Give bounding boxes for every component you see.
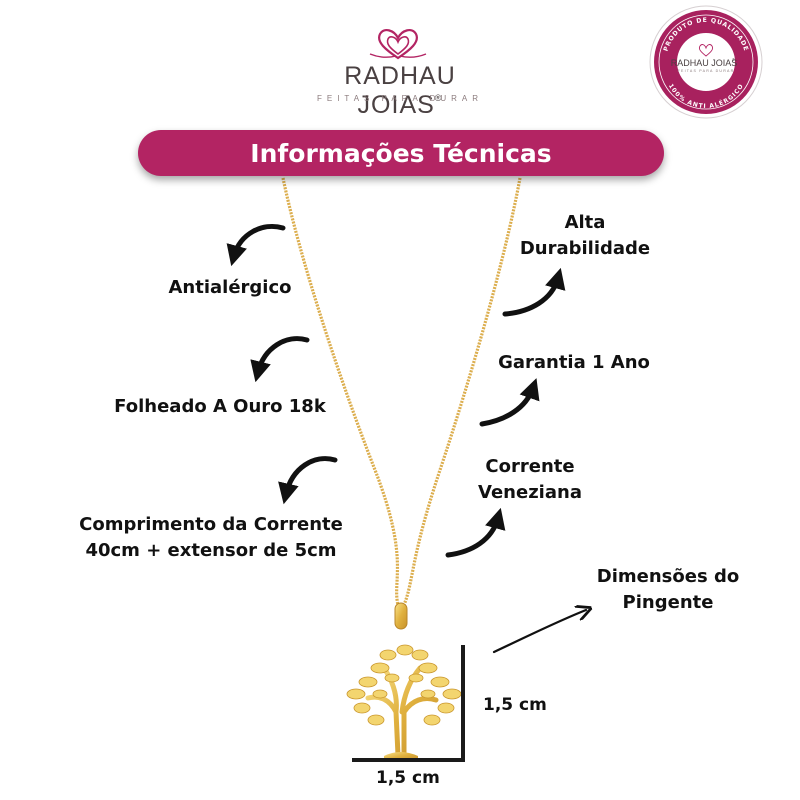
seal-registered: ®	[732, 57, 735, 62]
feature-corrente: Corrente Veneziana	[450, 454, 610, 506]
chain-right-strand	[402, 177, 522, 606]
feature-dimensoes-line2: Pingente	[622, 592, 714, 613]
feature-comprimento-line1: Comprimento da Corrente	[79, 514, 343, 535]
feature-garantia: Garantia 1 Ano	[498, 352, 650, 373]
quality-seal-badge: PRODUTO DE QUALIDADE 100% ANTI ALÉRGICO …	[649, 5, 763, 119]
feature-durabilidade: Alta Durabilidade	[500, 210, 670, 262]
brand-tagline: FEITAS PARA DURAR	[316, 94, 484, 103]
seal-heart-icon	[698, 44, 714, 57]
arrow-comprimento-icon	[278, 456, 338, 505]
feature-corrente-line2: Veneziana	[478, 482, 582, 503]
feature-durabilidade-line1: Alta	[564, 212, 606, 233]
arrow-antialergico-icon	[226, 224, 286, 267]
feature-corrente-line1: Corrente	[485, 456, 575, 477]
brand-name: RADHAU JOIAS®	[344, 62, 456, 119]
feature-durabilidade-line2: Durabilidade	[519, 238, 651, 259]
arrow-folheado-icon	[250, 336, 310, 383]
technical-info-banner: Informações Técnicas	[138, 130, 664, 176]
pendant-bail	[394, 602, 408, 630]
feature-dimensoes: Dimensões do Pingente	[568, 564, 768, 616]
seal-tagline: FEITAS PARA DURAR	[678, 69, 735, 73]
brand-logo-icon	[369, 28, 427, 60]
arrow-dimensoes-icon	[492, 610, 586, 654]
arrow-corrente-icon	[445, 507, 506, 558]
feature-folheado: Folheado A Ouro 18k	[114, 396, 326, 417]
arrow-durabilidade-icon	[502, 267, 566, 317]
dimension-bracket	[352, 645, 465, 762]
dimension-width: 1,5 cm	[376, 768, 440, 788]
chain-left-strand	[281, 177, 400, 606]
feature-dimensoes-line1: Dimensões do	[596, 566, 740, 587]
arrow-garantia-icon	[479, 378, 540, 427]
seal-brand-name: RADHAU JOIAS	[671, 58, 738, 68]
feature-antialergico: Antialérgico	[168, 277, 292, 298]
feature-comprimento: Comprimento da Corrente 40cm + extensor …	[56, 512, 366, 564]
dimension-height: 1,5 cm	[483, 695, 547, 715]
banner-title: Informações Técnicas	[250, 138, 552, 168]
feature-comprimento-line2: 40cm + extensor de 5cm	[85, 540, 337, 561]
tree-of-life-pendant-icon	[346, 644, 462, 760]
